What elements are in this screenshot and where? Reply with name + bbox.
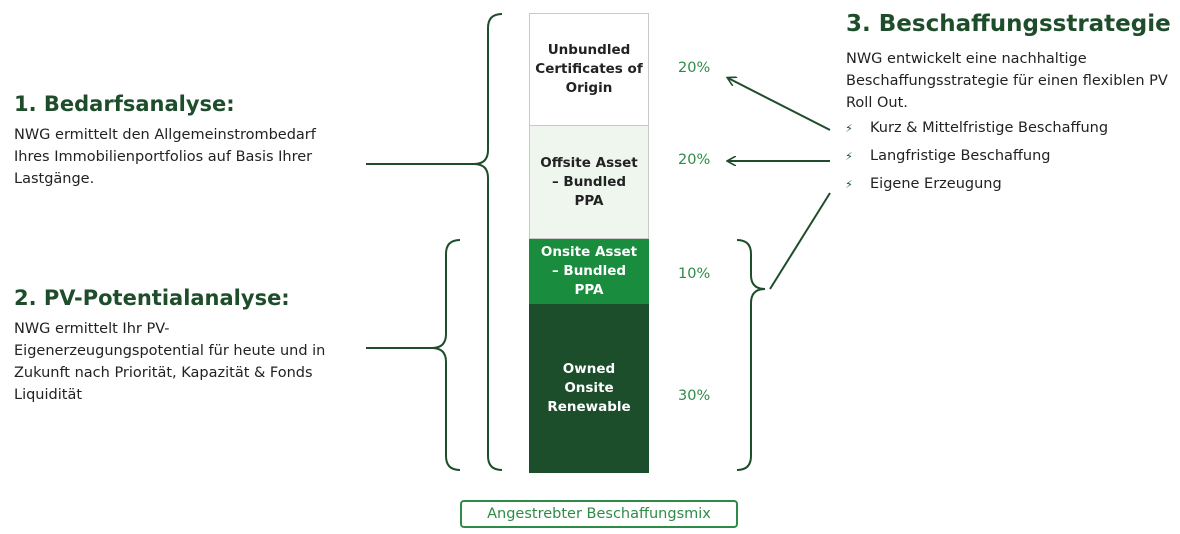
arrow-kurz-mittelfristig [728, 78, 831, 131]
lightning-bolt-icon: ⚡︎ [845, 149, 853, 163]
section3-text: NWG entwickelt eine nachhaltige Beschaff… [846, 51, 1168, 111]
section1-text: NWG ermittelt den Allgemeinstrombedarf I… [14, 127, 316, 187]
segment-label: Onsite Asset – Bundled PPA [540, 244, 638, 298]
brace-bedarfsanalyse [473, 13, 503, 471]
percent-label: 30% [678, 388, 711, 404]
section2-title: 2. PV-Potentialanalyse: [14, 286, 290, 310]
bullet-label: Langfristige Beschaffung [870, 148, 1051, 164]
percent-label: 20% [678, 60, 711, 76]
segment-label: Owned Onsite Renewable [547, 361, 631, 415]
brace-pv-potentialanalyse [431, 239, 461, 471]
stack-segment-onsite-bundled-ppa: Onsite Asset – Bundled PPA [529, 239, 649, 304]
percent-label: 20% [678, 152, 711, 168]
percent-label: 10% [678, 266, 711, 282]
lightning-bolt-icon: ⚡︎ [845, 121, 853, 135]
bullet-label: Kurz & Mittelfristige Beschaffung [870, 120, 1109, 136]
section3-title: 3. Beschaffungsstrategie [846, 11, 1171, 37]
brace-strategy [736, 239, 766, 471]
stack-segment-offsite-bundled-ppa: Offsite Asset – Bundled PPA [529, 126, 649, 239]
beschaffungsmix-label-box: Angestrebter Beschaffungsmix [460, 500, 738, 528]
section1-title: 1. Bedarfsanalyse: [14, 92, 235, 116]
bullet-item: ⚡︎ Langfristige Beschaffung [843, 148, 1051, 164]
lightning-bolt-icon: ⚡︎ [845, 177, 853, 191]
bullet-label: Eigene Erzeugung [870, 176, 1002, 192]
stack-segment-unbundled-certificates: Unbundled Certificates of Origin [529, 13, 649, 126]
line-eigene-erzeugung [769, 192, 831, 290]
segment-label: Unbundled Certificates of Origin [535, 42, 643, 96]
segment-label: Offsite Asset – Bundled PPA [540, 154, 638, 209]
bullet-item: ⚡︎ Kurz & Mittelfristige Beschaffung [843, 120, 1108, 136]
section2-text: NWG ermittelt Ihr PV-Eigenerzeugungspote… [14, 321, 326, 403]
stack-segment-owned-onsite-renewable: Owned Onsite Renewable [529, 304, 649, 473]
bullet-item: ⚡︎ Eigene Erzeugung [843, 176, 1002, 192]
footer-label: Angestrebter Beschaffungsmix [487, 506, 711, 522]
